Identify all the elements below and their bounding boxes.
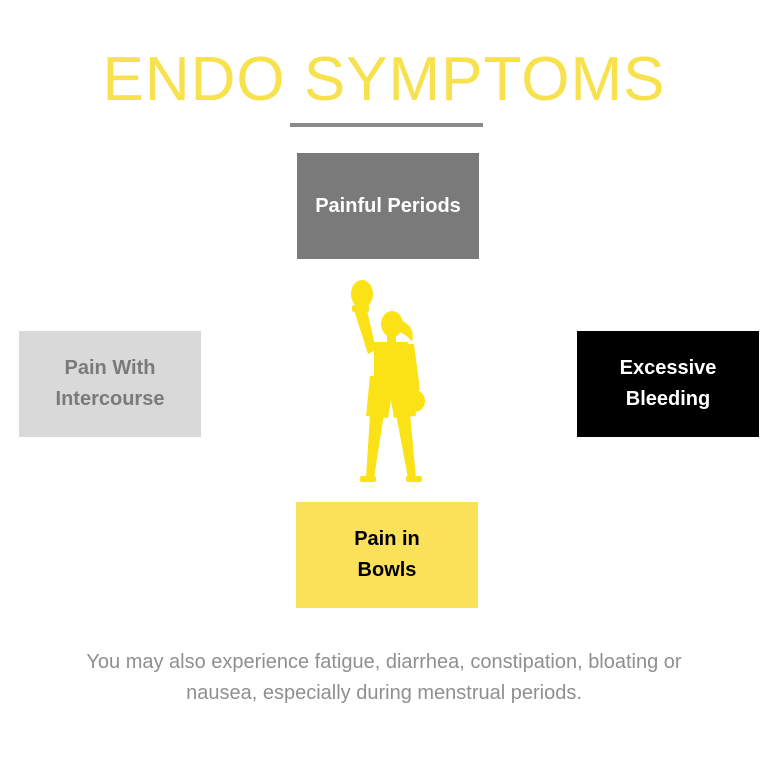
symptom-label-line: Pain With: [64, 357, 156, 379]
symptom-label-line: Pain in: [354, 528, 420, 550]
symptom-label-line: Bowls: [357, 559, 417, 581]
footnote-line: You may also experience fatigue, diarrhe…: [86, 651, 682, 673]
page-title: ENDO SYMPTOMS: [102, 45, 666, 114]
footnote-line: nausea, especially during menstrual peri…: [186, 682, 582, 704]
symptom-label-line: Bleeding: [625, 388, 711, 410]
symptom-label-line: Intercourse: [55, 388, 165, 410]
symptom-box-pain-in-bowls: Pain in Bowls: [296, 502, 478, 608]
title-divider: [290, 123, 483, 127]
additional-symptoms-note: You may also experience fatigue, diarrhe…: [40, 647, 728, 709]
boxer-woman-silhouette-icon: [351, 280, 425, 482]
symptom-label-line: Painful Periods: [315, 194, 461, 217]
symptom-box-excessive-bleeding: Excessive Bleeding: [577, 331, 759, 437]
symptom-box-painful-periods: Painful Periods: [297, 153, 479, 259]
symptom-label-line: Excessive: [619, 357, 717, 379]
symptom-box-pain-with-intercourse: Pain With Intercourse: [19, 331, 201, 437]
